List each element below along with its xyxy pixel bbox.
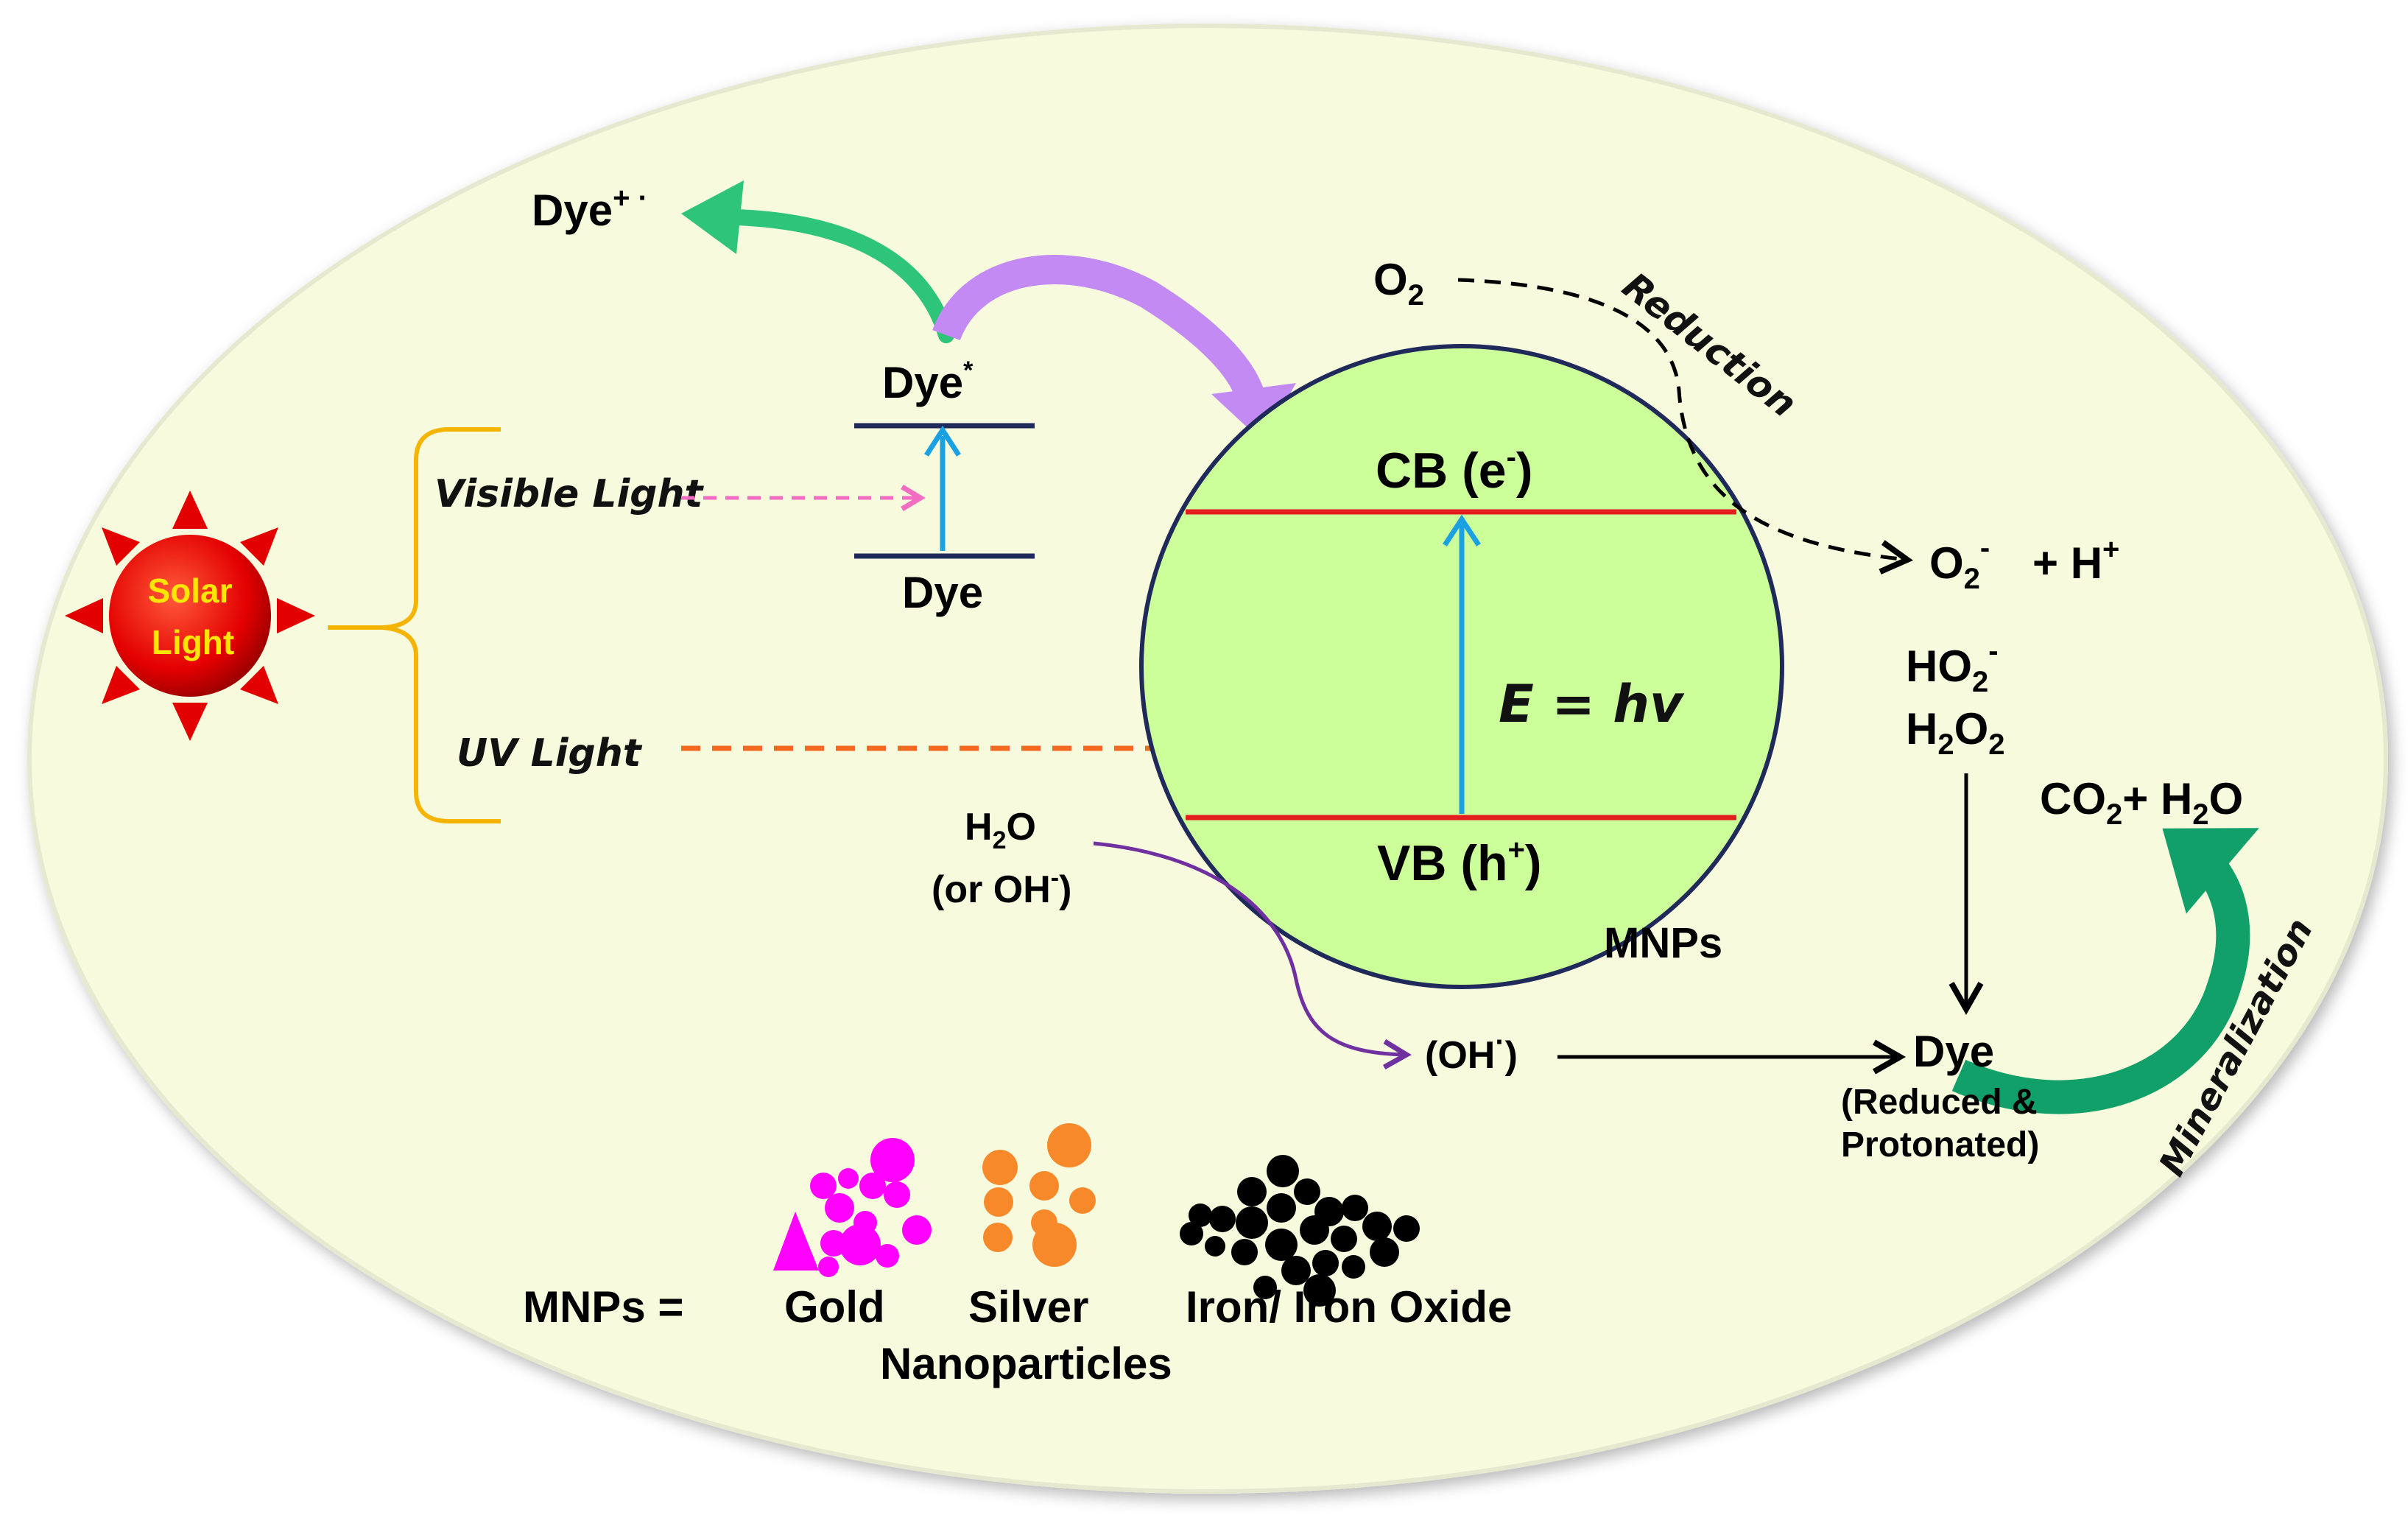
silver-label: Silver <box>968 1282 1088 1332</box>
vb-label: VB (h+) <box>1377 834 1542 891</box>
reduction-arrow <box>1457 278 1914 574</box>
dye-reduced-label: Dye <box>1913 1027 1994 1076</box>
mnps-particle-label: MNPs <box>1604 919 1722 967</box>
dye-excited-label: Dye* <box>882 356 974 407</box>
energy-label: E = hv <box>1499 674 1685 734</box>
iron-nanoparticle-icon <box>1180 1155 1420 1307</box>
mineralization-arrow <box>1951 841 2250 1114</box>
bandgap-arrowhead <box>1443 514 1481 547</box>
dye-excitation-arrowhead <box>924 425 961 457</box>
solar-label: Solar <box>147 572 232 610</box>
mineralization-arrowhead <box>2162 828 2259 914</box>
superoxide-label: O2- <box>1929 532 1990 595</box>
water-label: H2O <box>965 806 1036 854</box>
light-bracket <box>328 427 501 823</box>
proton-label: + H+ <box>2032 533 2119 588</box>
electron-injection-arrow <box>932 255 1267 406</box>
mnps-equals-label: MNPs = <box>523 1282 683 1332</box>
dye-ground-label: Dye <box>902 568 983 617</box>
silver-nanoparticle-icon <box>982 1123 1096 1267</box>
nanoparticles-label: Nanoparticles <box>880 1339 1172 1388</box>
hydroxide-label: (or OH-) <box>932 864 1071 911</box>
light-label: Light <box>152 623 234 661</box>
electron-injection-arrowhead <box>1211 383 1296 442</box>
visible-light-label: Visible Light <box>434 472 705 516</box>
cb-label: CB (e-) <box>1376 441 1533 499</box>
oxidation-arrowhead <box>681 180 744 254</box>
hydroxyl-radical-label: (OH·) <box>1425 1026 1518 1077</box>
h2o2-label: H2O2 <box>1906 704 2005 761</box>
o2-top-label: O2 <box>1373 255 1424 312</box>
uv-light-label: UV Light <box>457 731 643 776</box>
hydroxyl-formation-arrow <box>1093 841 1412 1069</box>
oxidation-arrow <box>728 209 954 343</box>
co2-h2o-label: CO2+ H2O <box>2040 774 2243 831</box>
dye-radical-label: Dye+ · <box>532 182 648 235</box>
reduced-line2: Protonated) <box>1841 1125 2039 1164</box>
sun-icon <box>65 491 315 741</box>
reduced-line1: (Reduced & <box>1841 1083 2038 1122</box>
gold-label: Gold <box>784 1282 885 1332</box>
gold-nanoparticle-icon <box>773 1138 932 1277</box>
iron-label: Iron/ Iron Oxide <box>1186 1282 1512 1332</box>
ho2-label: HO2- <box>1906 635 1999 698</box>
